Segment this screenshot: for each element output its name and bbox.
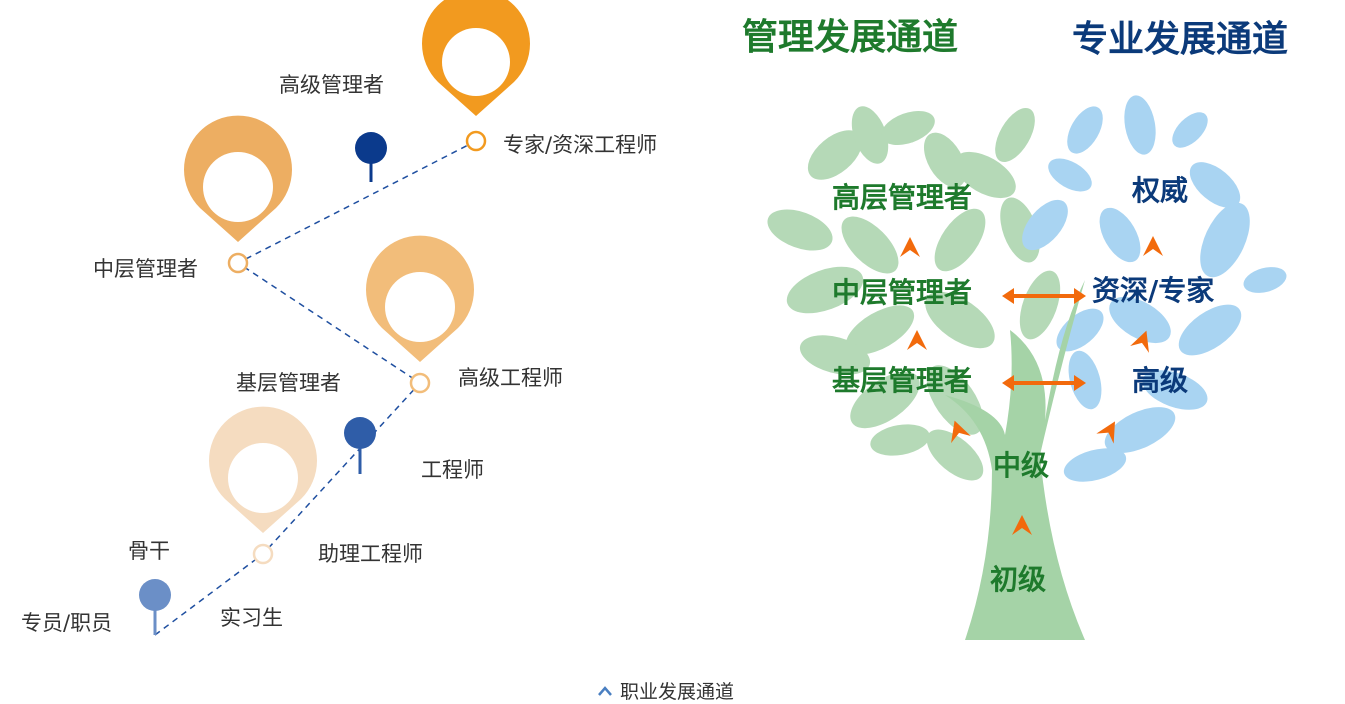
- label-staff: 专员/职员: [21, 611, 113, 635]
- tree-label-senior: 高级: [1132, 364, 1189, 397]
- pin-expert-large: [422, 0, 530, 152]
- label-expert: 专家/资深工程师: [503, 133, 658, 157]
- tree-label-grassroots-manager: 基层管理者: [832, 364, 973, 397]
- blue-leaf-cluster: [1022, 95, 1287, 482]
- chevron-up-icon: [907, 330, 927, 350]
- arrow-middle-to-expert: [1002, 288, 1086, 304]
- label-intern: 实习生: [220, 606, 283, 630]
- tree-trunk: [945, 280, 1085, 640]
- professional-track-title: 专业发展通道: [1072, 19, 1289, 60]
- label-middle-manager: 中层管理者: [93, 257, 198, 281]
- footer-label: 职业发展通道: [620, 681, 735, 703]
- tree-label-junior: 初级: [990, 563, 1047, 596]
- label-senior-engineer: 高级工程师: [458, 366, 563, 390]
- label-engineer: 工程师: [421, 458, 484, 482]
- chevron-up-icon: [1096, 421, 1115, 444]
- management-track-title: 管理发展通道: [742, 17, 959, 58]
- tree-label-authority: 权威: [1132, 174, 1189, 207]
- chevron-up-icon: [598, 685, 612, 696]
- label-backbone: 骨干: [128, 539, 170, 563]
- pin-middle-manager-large: [183, 115, 292, 274]
- tree-label-middle-manager: 中层管理者: [832, 276, 973, 309]
- tree-label-expert: 资深/专家: [1092, 274, 1215, 307]
- pin-engineer-small: [344, 417, 376, 474]
- footer-collapse-toggle[interactable]: 职业发展通道: [598, 677, 734, 704]
- label-assistant-engineer: 助理工程师: [318, 542, 423, 566]
- pin-senior-manager-small: [355, 132, 387, 182]
- label-grassroots-manager: 基层管理者: [236, 371, 341, 395]
- pin-assistant-engineer-large: [209, 406, 317, 565]
- tree-label-intermediate: 中级: [993, 449, 1050, 482]
- tree-label-senior-manager: 高层管理者: [832, 181, 973, 214]
- pin-senior-engineer-large: [365, 235, 474, 394]
- chevron-up-icon: [1130, 330, 1149, 353]
- chevron-up-icon: [1143, 236, 1163, 256]
- chevron-up-icon: [1012, 515, 1032, 535]
- label-senior-manager: 高级管理者: [279, 73, 384, 97]
- chevron-up-icon: [951, 420, 971, 444]
- pin-staff-small: [139, 579, 171, 635]
- arrow-grassroots-to-senior: [1002, 375, 1086, 391]
- chevron-up-icon: [900, 237, 920, 257]
